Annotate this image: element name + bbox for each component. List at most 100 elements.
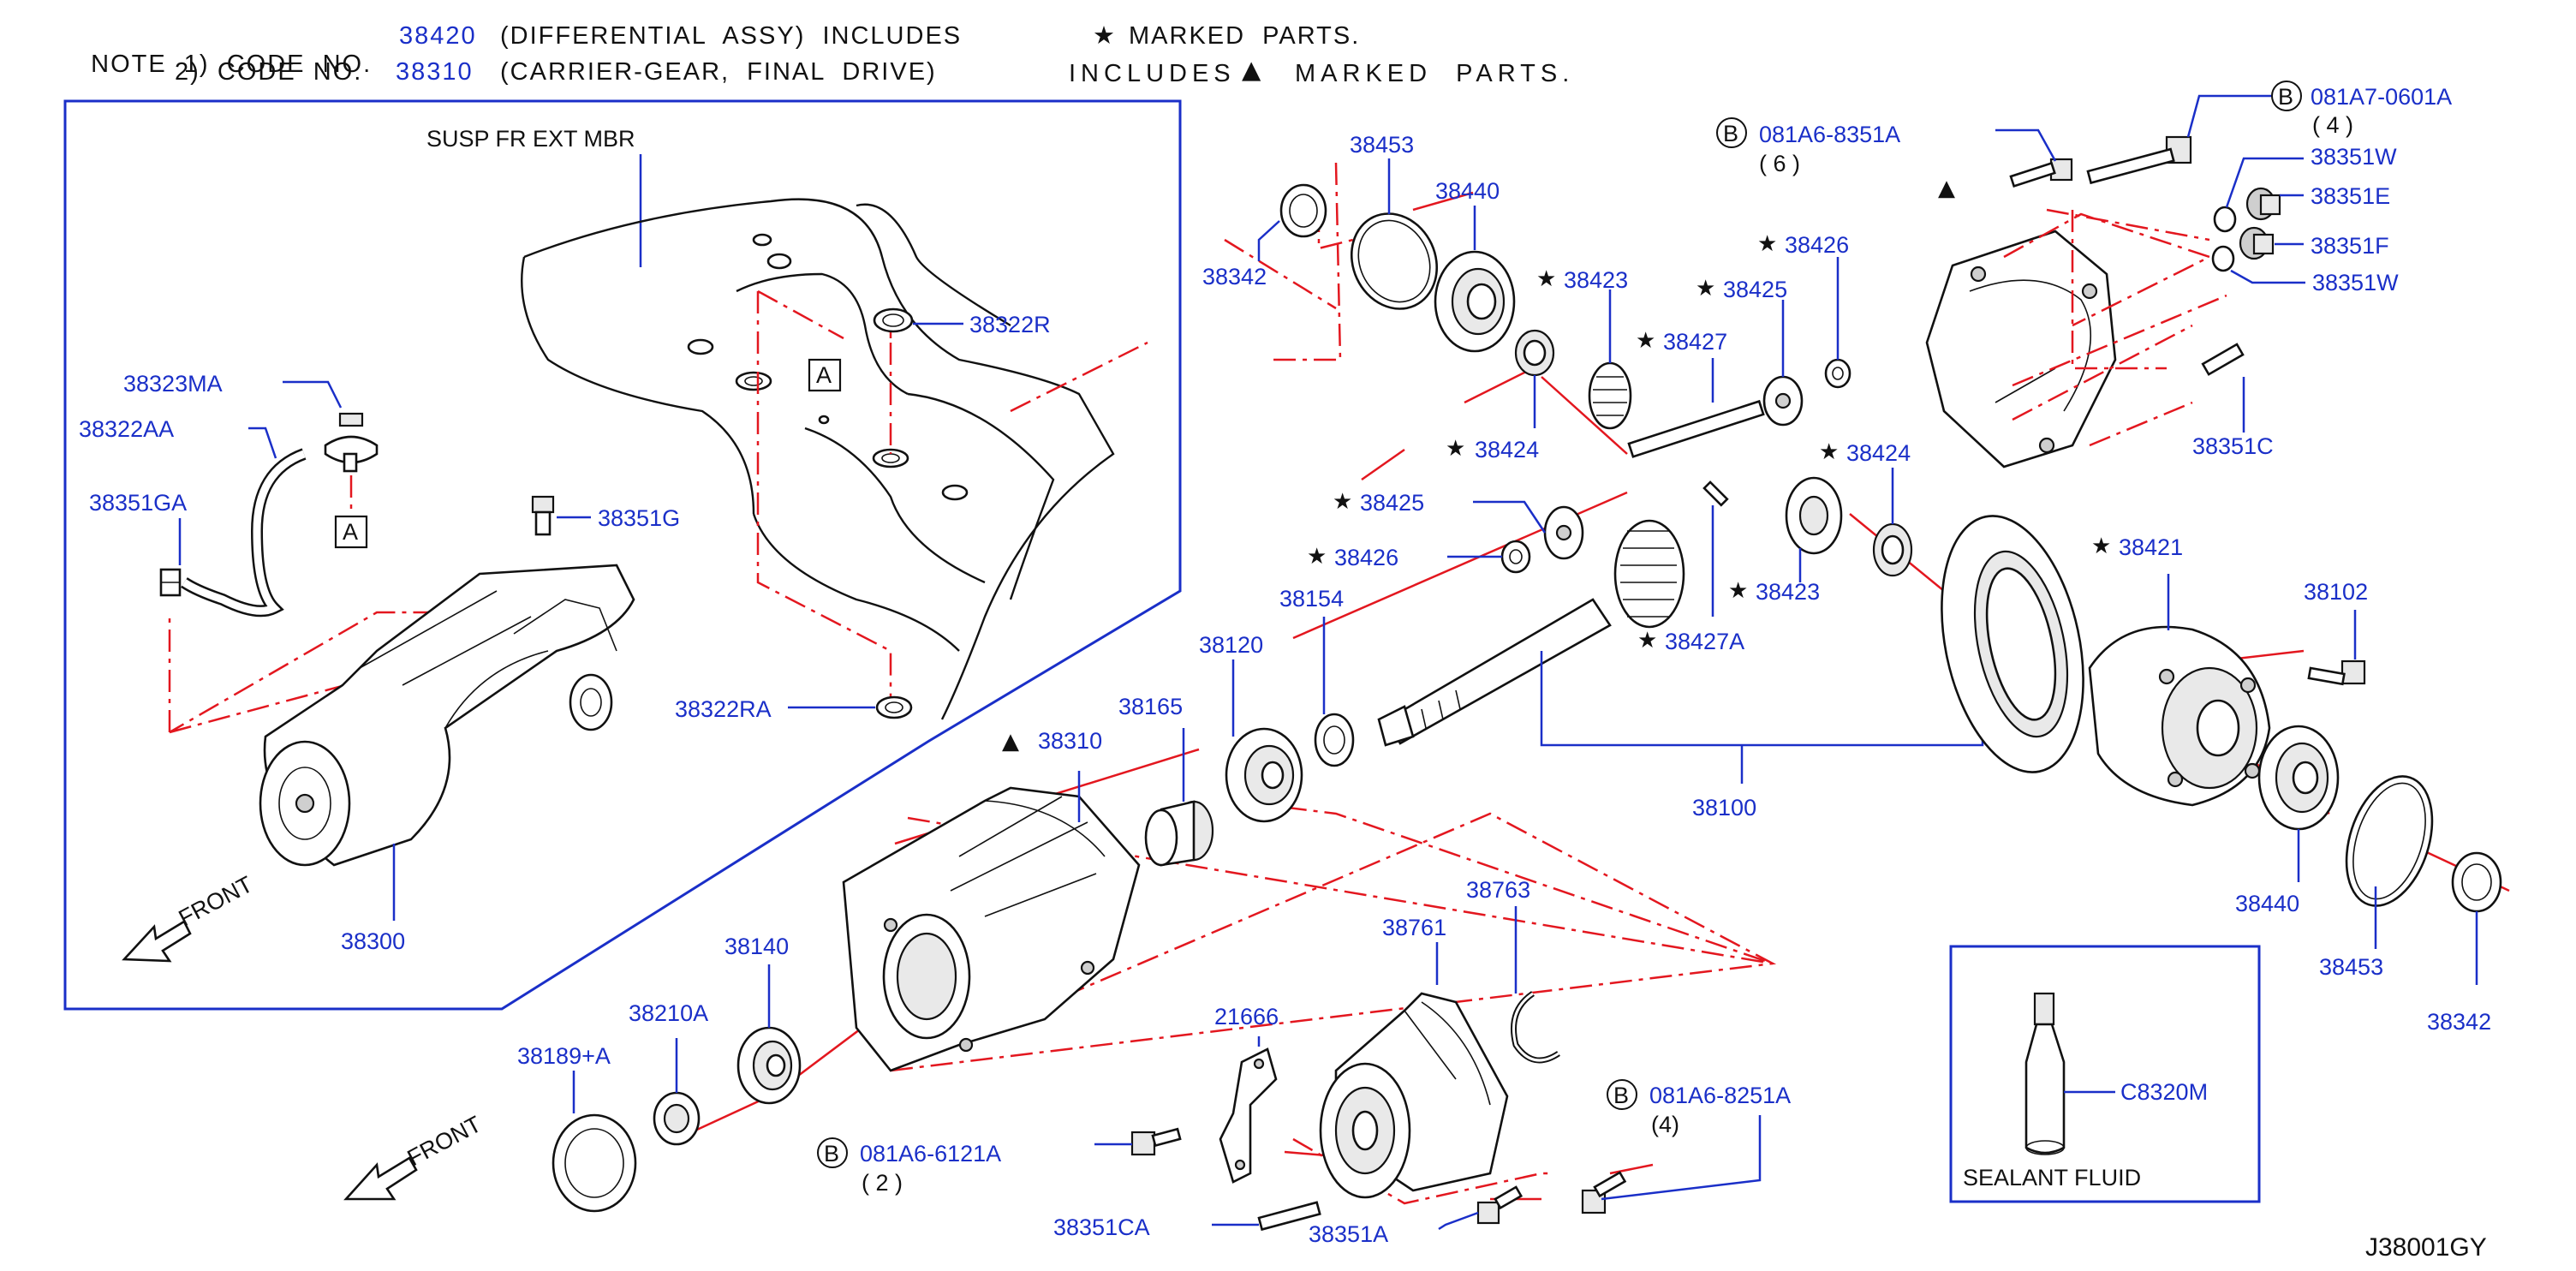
callout-38351A[interactable]: 38351A <box>1309 1221 1388 1247</box>
sealant-bottle-icon[interactable] <box>2024 992 2066 1155</box>
bolt-081A6-8251A[interactable] <box>1581 1171 1627 1214</box>
callout-38189A[interactable]: 38189+A <box>517 1043 611 1069</box>
callout-38351GA[interactable]: 38351GA <box>89 490 187 516</box>
oring-38453-right[interactable] <box>2331 766 2448 917</box>
lock-pin-38427A[interactable] <box>1702 480 1729 507</box>
triangle-marker-icon: ▲ <box>1242 55 1263 84</box>
note-2-code[interactable]: 38310 <box>396 58 474 86</box>
tube-38351GA[interactable] <box>159 568 182 597</box>
bolt-1-code[interactable]: 081A6-8351A <box>1759 122 1900 147</box>
washer-38351W-top[interactable] <box>2213 206 2237 233</box>
callout-38424-right[interactable]: 38424 <box>1846 440 1911 466</box>
callout-38351W-top[interactable]: 38351W <box>2311 144 2397 170</box>
bearing-38440-right[interactable] <box>2257 725 2340 831</box>
stud-38351C[interactable] <box>2201 343 2245 376</box>
callout-38453-top[interactable]: 38453 <box>1350 132 1414 158</box>
note-1-mark: MARKED PARTS. <box>1129 22 1361 50</box>
callout-38100[interactable]: 38100 <box>1692 795 1756 820</box>
callout-38351E[interactable]: 38351E <box>2311 183 2390 209</box>
callout-38351CA[interactable]: 38351CA <box>1053 1214 1150 1240</box>
callout-38440-top[interactable]: 38440 <box>1435 178 1500 204</box>
bolt-081A6-6121A[interactable] <box>1130 1127 1182 1156</box>
breather-38323MA[interactable] <box>324 412 379 473</box>
final-drive-carrier-38310[interactable] <box>842 786 1141 1072</box>
callout-38351F[interactable]: 38351F <box>2311 233 2389 259</box>
hose-38322AA[interactable] <box>181 448 307 618</box>
callout-38427A[interactable]: 38427A <box>1665 629 1744 654</box>
callout-38427[interactable]: 38427 <box>1663 329 1727 355</box>
callout-38323MA[interactable]: 38323MA <box>123 371 223 397</box>
callout-38140[interactable]: 38140 <box>724 934 789 959</box>
callout-38440-right[interactable]: 38440 <box>2235 891 2299 916</box>
spacer-38154[interactable] <box>1314 713 1355 767</box>
bolt-081A6-8351A[interactable] <box>2009 158 2073 188</box>
stud-38351CA[interactable] <box>1257 1201 1321 1232</box>
callout-38120[interactable]: 38120 <box>1199 632 1263 658</box>
extension-case-38761[interactable] <box>1319 992 1509 1199</box>
callout-38425-lower[interactable]: 38425 <box>1360 490 1424 516</box>
callout-38310[interactable]: 38310 <box>1038 728 1102 754</box>
rear-cover-case[interactable] <box>1925 230 2117 468</box>
side-gear-38423-lower[interactable] <box>1785 476 1843 555</box>
side-gear-38423-upper[interactable] <box>1588 361 1632 430</box>
bracket-21666[interactable] <box>1219 1047 1278 1184</box>
drive-pinion-38100[interactable] <box>1377 519 1685 747</box>
callout-38342-right[interactable]: 38342 <box>2427 1009 2491 1035</box>
bearing-38140[interactable] <box>736 1026 802 1105</box>
snap-ring-38763[interactable] <box>1507 985 1567 1071</box>
callout-38453-right[interactable]: 38453 <box>2319 954 2383 980</box>
plug-38351F[interactable] <box>2239 226 2275 260</box>
pinion-gear-38425-upper[interactable] <box>1762 375 1804 427</box>
fitting-38351G[interactable] <box>531 495 555 536</box>
callout-38426-upper[interactable]: 38426 <box>1785 232 1849 258</box>
pinion-gear-38425-lower[interactable] <box>1543 505 1584 560</box>
callout-38322R[interactable]: 38322R <box>969 312 1051 337</box>
final-drive-assy-38300[interactable] <box>259 564 635 867</box>
pinion-shaft-38427[interactable] <box>1627 399 1765 458</box>
bolt-081A7-0601A[interactable] <box>2086 135 2192 185</box>
grommet-38322R[interactable] <box>873 307 914 333</box>
callout-C8320M[interactable]: C8320M <box>2120 1079 2208 1105</box>
callout-38426-lower[interactable]: 38426 <box>1334 545 1398 570</box>
callout-38424-left[interactable]: 38424 <box>1475 437 1539 462</box>
oring-38453-top[interactable] <box>1336 200 1452 323</box>
callout-38342-top[interactable]: 38342 <box>1202 264 1267 289</box>
seal-38189A[interactable] <box>552 1113 637 1213</box>
seal-38342-right[interactable] <box>2451 851 2502 913</box>
callout-38423-lower[interactable]: 38423 <box>1756 579 1820 605</box>
seal-38342-top[interactable] <box>1279 183 1327 238</box>
washer-38351W-bottom[interactable] <box>2211 245 2235 272</box>
grommet-38322RA[interactable] <box>875 695 913 719</box>
bearing-38440-top[interactable] <box>1434 250 1516 353</box>
washer-38426-upper[interactable] <box>1824 358 1852 389</box>
callout-38351C[interactable]: 38351C <box>2192 433 2274 459</box>
callout-38761[interactable]: 38761 <box>1382 915 1446 940</box>
ring-gear-diff-38421[interactable] <box>1920 503 2271 807</box>
callout-38322AA[interactable]: 38322AA <box>79 416 174 442</box>
callout-38102[interactable]: 38102 <box>2304 579 2368 605</box>
callout-38322RA[interactable]: 38322RA <box>675 696 772 722</box>
callout-38165[interactable]: 38165 <box>1118 694 1183 719</box>
callout-38154[interactable]: 38154 <box>1279 586 1344 612</box>
bolt-4-code[interactable]: 081A6-8251A <box>1649 1083 1791 1108</box>
callout-38210A[interactable]: 38210A <box>629 1000 708 1026</box>
note-1-code[interactable]: 38420 <box>399 22 477 50</box>
callout-38763[interactable]: 38763 <box>1466 877 1530 903</box>
bolt-3-code[interactable]: 081A6-6121A <box>860 1141 1001 1167</box>
svg-text:★: ★ <box>1536 266 1556 292</box>
callout-38425-upper[interactable]: 38425 <box>1723 277 1787 302</box>
washer-38426-lower[interactable] <box>1500 540 1531 574</box>
callout-38300[interactable]: 38300 <box>341 928 405 954</box>
bolt-38351A-head[interactable] <box>1476 1185 1524 1225</box>
callout-38423-upper[interactable]: 38423 <box>1564 267 1628 293</box>
flange-38210A[interactable] <box>653 1091 701 1146</box>
callout-38351W-bottom[interactable]: 38351W <box>2312 270 2399 295</box>
plug-38351E[interactable] <box>2245 187 2281 221</box>
callout-21666[interactable]: 21666 <box>1214 1004 1279 1029</box>
collapsible-spacer-38165[interactable] <box>1144 800 1214 867</box>
bolt-38102[interactable] <box>2307 659 2366 686</box>
bearing-38120[interactable] <box>1225 727 1303 823</box>
callout-38351G[interactable]: 38351G <box>598 505 680 531</box>
bolt-2-code[interactable]: 081A7-0601A <box>2311 84 2452 110</box>
callout-38421[interactable]: 38421 <box>2119 534 2183 560</box>
